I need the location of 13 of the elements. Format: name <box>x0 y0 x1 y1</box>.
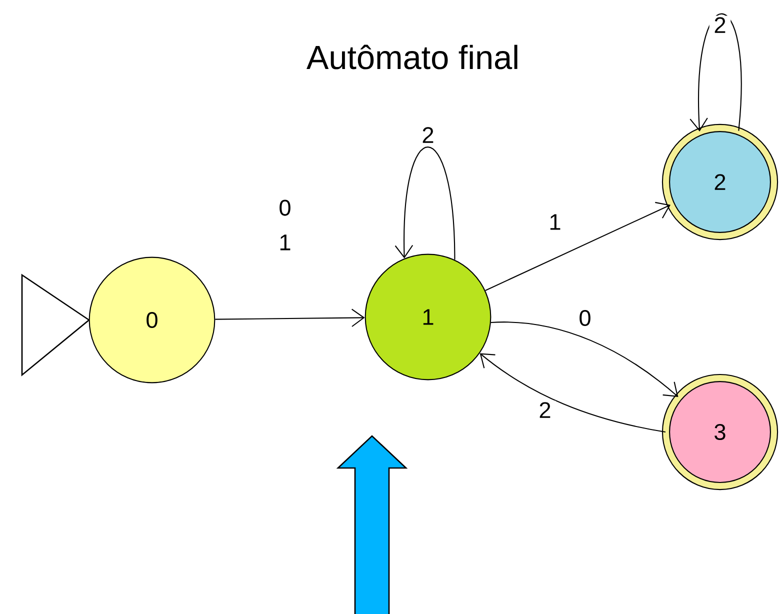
edge-label: 1 <box>544 212 566 232</box>
arrow <box>485 202 671 291</box>
arrow <box>480 353 666 433</box>
edge-label: 0 1 <box>274 198 296 252</box>
edge-label: 0 <box>574 308 596 328</box>
arrow <box>394 146 456 260</box>
edge-label: 2 <box>534 400 556 420</box>
arrow <box>215 308 365 327</box>
arrow <box>490 322 678 397</box>
edge-label: 2 <box>709 16 731 34</box>
title: Autômato final <box>306 44 518 70</box>
edge-label: 2 <box>417 126 439 144</box>
arrow <box>690 14 742 132</box>
